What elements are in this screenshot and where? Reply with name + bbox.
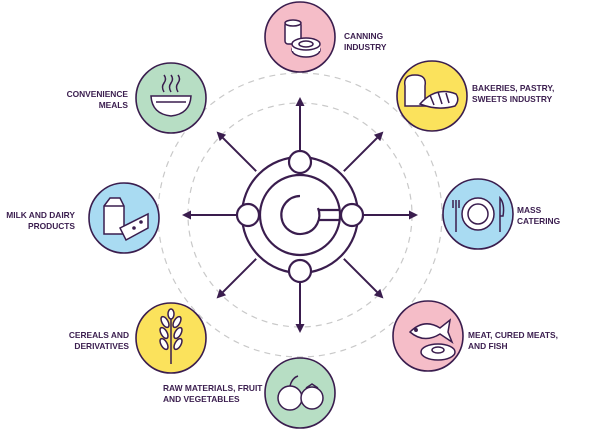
- node-convenience: [135, 62, 207, 134]
- arrow-head-canning: [295, 97, 305, 106]
- hub-node-top: [287, 149, 313, 175]
- label-mass-catering: MASS CATERING: [517, 205, 561, 226]
- plate-cutlery-icon: [452, 195, 505, 232]
- node-milk-dairy: [88, 182, 160, 254]
- label-convenience: CONVENIENCE MEALS: [66, 89, 128, 110]
- arrow-group: [182, 97, 418, 333]
- arrow-head-milk-dairy: [182, 210, 191, 220]
- arrow-line-cereals: [220, 258, 257, 295]
- node-cereals: [135, 302, 207, 374]
- soup-bowl-icon: [150, 74, 192, 117]
- arrow-head-bakeries: [373, 131, 384, 142]
- arrow-head-convenience: [216, 131, 227, 142]
- milk-cheese-icon: [103, 197, 149, 242]
- node-canning: [264, 1, 336, 73]
- label-canning: CANNING INDUSTRY: [344, 31, 387, 52]
- label-milk-dairy: MILK AND DAIRY PRODUCTS: [6, 210, 75, 231]
- hub-node-left: [235, 202, 261, 228]
- label-cereals: CEREALS AND DERIVATIVES: [68, 330, 129, 351]
- label-meat-fish: MEAT, CURED MEATS, AND FISH: [468, 330, 558, 351]
- arrow-head-mass-catering: [409, 210, 418, 220]
- arrow-line-bakeries: [343, 135, 380, 172]
- hub-node-bottom: [287, 258, 313, 284]
- arrow-head-meat-fish: [373, 288, 384, 299]
- bread-icon: [403, 74, 459, 109]
- central-hub: [235, 149, 365, 284]
- canned-food-icon: [284, 19, 321, 58]
- node-bakeries: [396, 60, 468, 132]
- fruit-icon: [277, 375, 324, 411]
- label-raw-materials: RAW MATERIALS, FRUIT AND VEGETABLES: [163, 383, 263, 404]
- hub-node-right: [339, 202, 365, 228]
- node-meat-fish: [392, 300, 464, 372]
- arrow-line-convenience: [220, 135, 257, 172]
- hub-inner-arc: [280, 194, 321, 236]
- node-mass-catering: [442, 178, 514, 250]
- arrow-head-raw-materials: [295, 324, 305, 333]
- label-bakeries: BAKERIES, PASTRY, SWEETS INDUSTRY: [472, 83, 555, 104]
- hub-middle-ring: [258, 173, 342, 257]
- node-raw-materials: [264, 357, 336, 429]
- arrow-line-meat-fish: [343, 258, 380, 295]
- arrow-head-cereals: [216, 288, 227, 299]
- fish-meat-icon: [408, 318, 456, 361]
- wheat-icon: [159, 308, 183, 364]
